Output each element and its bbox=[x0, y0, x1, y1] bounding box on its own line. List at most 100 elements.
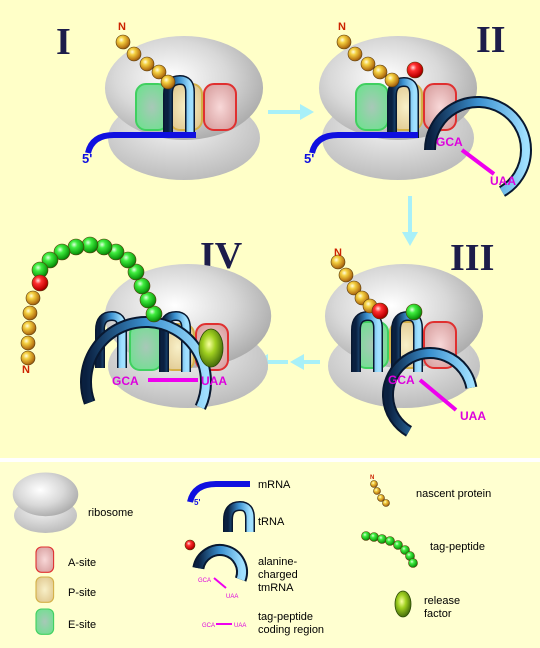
legend-trna-label: tRNA bbox=[258, 516, 285, 528]
legend-tmrna-arc bbox=[194, 546, 246, 581]
panel-1-nascent-bead bbox=[115, 34, 131, 50]
legend-coding-gca: GCA bbox=[202, 623, 215, 629]
legend-tmrna-label-3: tmRNA bbox=[258, 582, 294, 594]
legend-mrna-five-prime: 5' bbox=[194, 498, 200, 507]
panel-4-tag-peptide-bead bbox=[139, 291, 157, 309]
legend-nascent-icon-bead bbox=[377, 494, 385, 502]
legend-tmrna-label-1: alanine- bbox=[258, 556, 297, 568]
legend-coding-uaa: UAA bbox=[234, 623, 246, 629]
panel-4-release-factor bbox=[198, 328, 224, 368]
panel-1-five-prime-label: 5' bbox=[82, 151, 92, 166]
panel-4-uaa-label: UAA bbox=[201, 374, 227, 388]
e-site-box bbox=[129, 323, 163, 371]
a-site-box bbox=[203, 83, 237, 131]
legend-release-factor-label-2: factor bbox=[424, 608, 452, 620]
legend-p-site-label: P-site bbox=[68, 587, 96, 599]
panel-4-tag-peptide-bead bbox=[81, 236, 99, 254]
legend-e-site-icon bbox=[35, 608, 55, 635]
panel-3-e-trna bbox=[352, 312, 382, 372]
legend-nascent-icon-bead bbox=[382, 499, 390, 507]
panel-2-mrna bbox=[309, 132, 418, 154]
legend-ribosome-icon bbox=[12, 472, 79, 533]
panel-2-nascent-bead bbox=[384, 72, 400, 88]
panel-2-nascent-bead bbox=[360, 56, 376, 72]
panel-4-nascent-bead bbox=[22, 305, 38, 321]
legend-separator bbox=[0, 458, 540, 462]
legend-e-site-label: E-site bbox=[68, 619, 96, 631]
panel-4-gca-label: GCA bbox=[112, 374, 139, 388]
panel-4-nascent-bead bbox=[21, 320, 37, 336]
legend-tmrna-alanine bbox=[184, 539, 196, 551]
arrow-2-to-3-head bbox=[402, 232, 418, 246]
panel-3-nascent-bead bbox=[346, 280, 362, 296]
legend-trna-icon bbox=[224, 502, 254, 532]
panel-3-uaa-label: UAA bbox=[460, 409, 486, 423]
panel-4-tag-peptide-bead bbox=[127, 263, 145, 281]
legend: ribosomeA-siteP-siteE-site5'mRNAtRNAGCAU… bbox=[12, 472, 491, 636]
panel-2-nascent-bead bbox=[372, 64, 388, 80]
panel-2-alanine-bead bbox=[406, 61, 424, 79]
legend-release-factor-label-1: release bbox=[424, 595, 460, 607]
legend-a-site-icon bbox=[35, 546, 55, 573]
panel-4-nascent-bead bbox=[25, 290, 41, 306]
legend-a-site-label: A-site bbox=[68, 557, 96, 569]
legend-tag-peptide-icon-bead bbox=[361, 531, 371, 541]
legend-coding-label-1: tag-peptide bbox=[258, 611, 313, 623]
arrow-1-to-2-head bbox=[300, 104, 314, 120]
panel-4-tag-peptide-bead bbox=[67, 238, 85, 256]
panel-4-tag-peptide-bead bbox=[133, 277, 151, 295]
legend-tmrna-icon: GCA UAA bbox=[184, 539, 248, 600]
panel-2-tmrna bbox=[426, 98, 530, 196]
panel-3-n-label: N bbox=[334, 247, 342, 259]
legend-ribosome-label: ribosome bbox=[88, 507, 133, 519]
legend-p-site-icon bbox=[35, 576, 55, 603]
legend-tag-peptide-icon-bead bbox=[369, 532, 379, 542]
panel-2-nascent-bead bbox=[347, 46, 363, 62]
panel-3-coding-region bbox=[418, 378, 458, 412]
panel-3-tmrna bbox=[384, 349, 476, 435]
panel-3-nascent-bead bbox=[338, 267, 354, 283]
legend-nascent-label: nascent protein bbox=[416, 488, 491, 500]
panel-2-coding-region bbox=[460, 148, 496, 176]
panel-1-numeral: I bbox=[56, 21, 71, 63]
panel-2-nascent-bead bbox=[336, 34, 352, 50]
panel-4-alanine-bead bbox=[31, 274, 49, 292]
panel-3-numeral: III bbox=[450, 237, 494, 279]
legend-tag-peptide-icon-bead bbox=[408, 558, 418, 568]
panel-2-uaa-label: UAA bbox=[490, 174, 516, 188]
legend-mrna-icon bbox=[187, 481, 250, 503]
legend-tmrna-uaa: UAA bbox=[226, 594, 238, 600]
a-site-box bbox=[35, 546, 55, 573]
ribosome-large-subunit bbox=[12, 472, 79, 517]
panel-1-mrna bbox=[85, 132, 196, 154]
panel-1-n-label: N bbox=[118, 21, 126, 33]
panel-2-numeral: II bbox=[476, 19, 506, 61]
legend-release-factor-icon bbox=[394, 590, 412, 618]
panel-1-nascent-bead bbox=[160, 74, 176, 90]
panel-4-tag-peptide-bead bbox=[95, 238, 113, 256]
panel-3-nascent-bead bbox=[330, 254, 346, 270]
legend-nascent-icon-bead bbox=[370, 480, 378, 488]
legend-tmrna-label-2: charged bbox=[258, 569, 298, 581]
panel-4-nascent-bead bbox=[20, 335, 36, 351]
legend-tag-peptide-icon-bead bbox=[393, 540, 403, 550]
panel-1-nascent-bead bbox=[126, 46, 142, 62]
legend-tmrna-gca: GCA bbox=[198, 578, 211, 584]
panel-4-tag-peptide-bead bbox=[145, 305, 163, 323]
panel-4-tag-peptide-bead bbox=[53, 243, 71, 261]
panel-2-five-prime-label: 5' bbox=[304, 151, 314, 166]
panel-4-tmrna bbox=[82, 318, 210, 410]
legend-tag-peptide-icon-bead bbox=[377, 534, 387, 544]
legend-nascent-n: N bbox=[370, 475, 374, 481]
legend-coding-label-2: coding region bbox=[258, 624, 324, 636]
panel-4-tag-peptide-bead bbox=[119, 251, 137, 269]
legend-background bbox=[0, 462, 540, 648]
arrow-3-to-4-a-head bbox=[290, 354, 304, 370]
panel-3-tag-bead bbox=[405, 303, 423, 321]
panel-3-alanine-bead bbox=[371, 302, 389, 320]
panel-2-n-label: N bbox=[338, 21, 346, 33]
